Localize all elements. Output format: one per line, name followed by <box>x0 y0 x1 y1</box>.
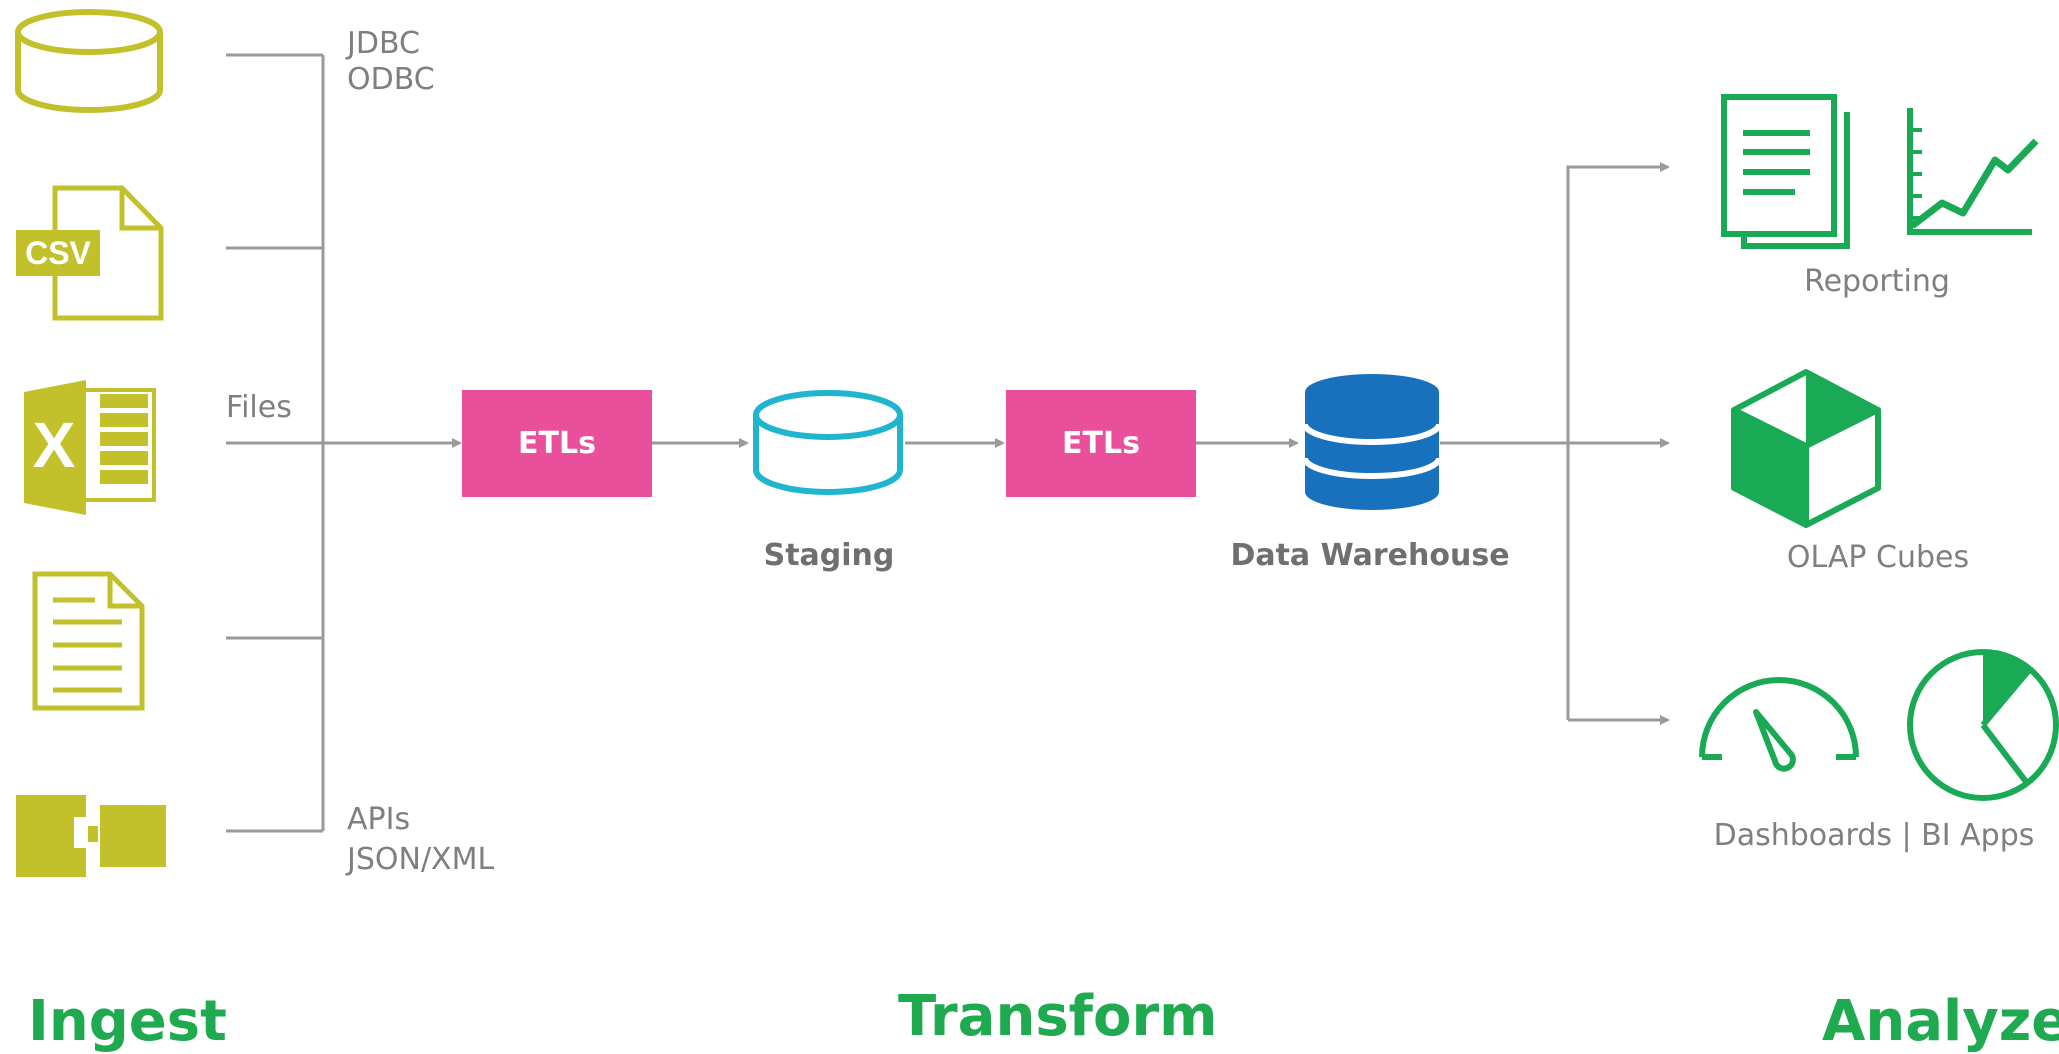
csv-tag-text: CSV <box>25 235 91 271</box>
label-apis: APIs <box>347 802 411 837</box>
data-warehouse-icon <box>1302 374 1442 510</box>
main-flow-arrows <box>226 162 1670 725</box>
database-icon <box>15 9 163 113</box>
label-json-xml: JSON/XML <box>347 842 495 877</box>
staging-icon <box>753 390 903 495</box>
pie-chart-icon <box>1907 649 2059 801</box>
label-dashboards-bi-apps: Dashboards | BI Apps <box>1713 818 2035 853</box>
api-icon <box>16 795 166 877</box>
csv-file-icon: CSV <box>16 185 164 321</box>
label-reporting: Reporting <box>1804 264 1950 299</box>
line-chart-icon <box>1907 108 2039 235</box>
excel-icon: X <box>24 380 156 515</box>
label-jdbc: JDBC <box>347 26 420 61</box>
gauge-icon <box>1699 677 1859 772</box>
excel-letter: X <box>33 409 76 481</box>
label-files: Files <box>226 390 292 425</box>
label-odbc: ODBC <box>347 62 435 97</box>
branch-to-reporting <box>1566 162 1670 720</box>
etl-2-label: ETLs <box>1006 390 1196 497</box>
csv-tag <box>16 230 100 276</box>
stage-title-analyze: Analyze <box>1822 989 2059 1054</box>
label-data-warehouse: Data Warehouse <box>1230 538 1510 573</box>
olap-cube-icon <box>1731 369 1881 528</box>
stage-title-transform: Transform <box>898 984 1218 1049</box>
stage-title-ingest: Ingest <box>28 989 227 1054</box>
etl-1-label: ETLs <box>462 390 652 497</box>
label-staging: Staging <box>763 538 895 573</box>
reporting-document-icon <box>1721 94 1850 249</box>
document-icon <box>32 571 145 711</box>
label-olap-cubes: OLAP Cubes <box>1786 540 1970 575</box>
